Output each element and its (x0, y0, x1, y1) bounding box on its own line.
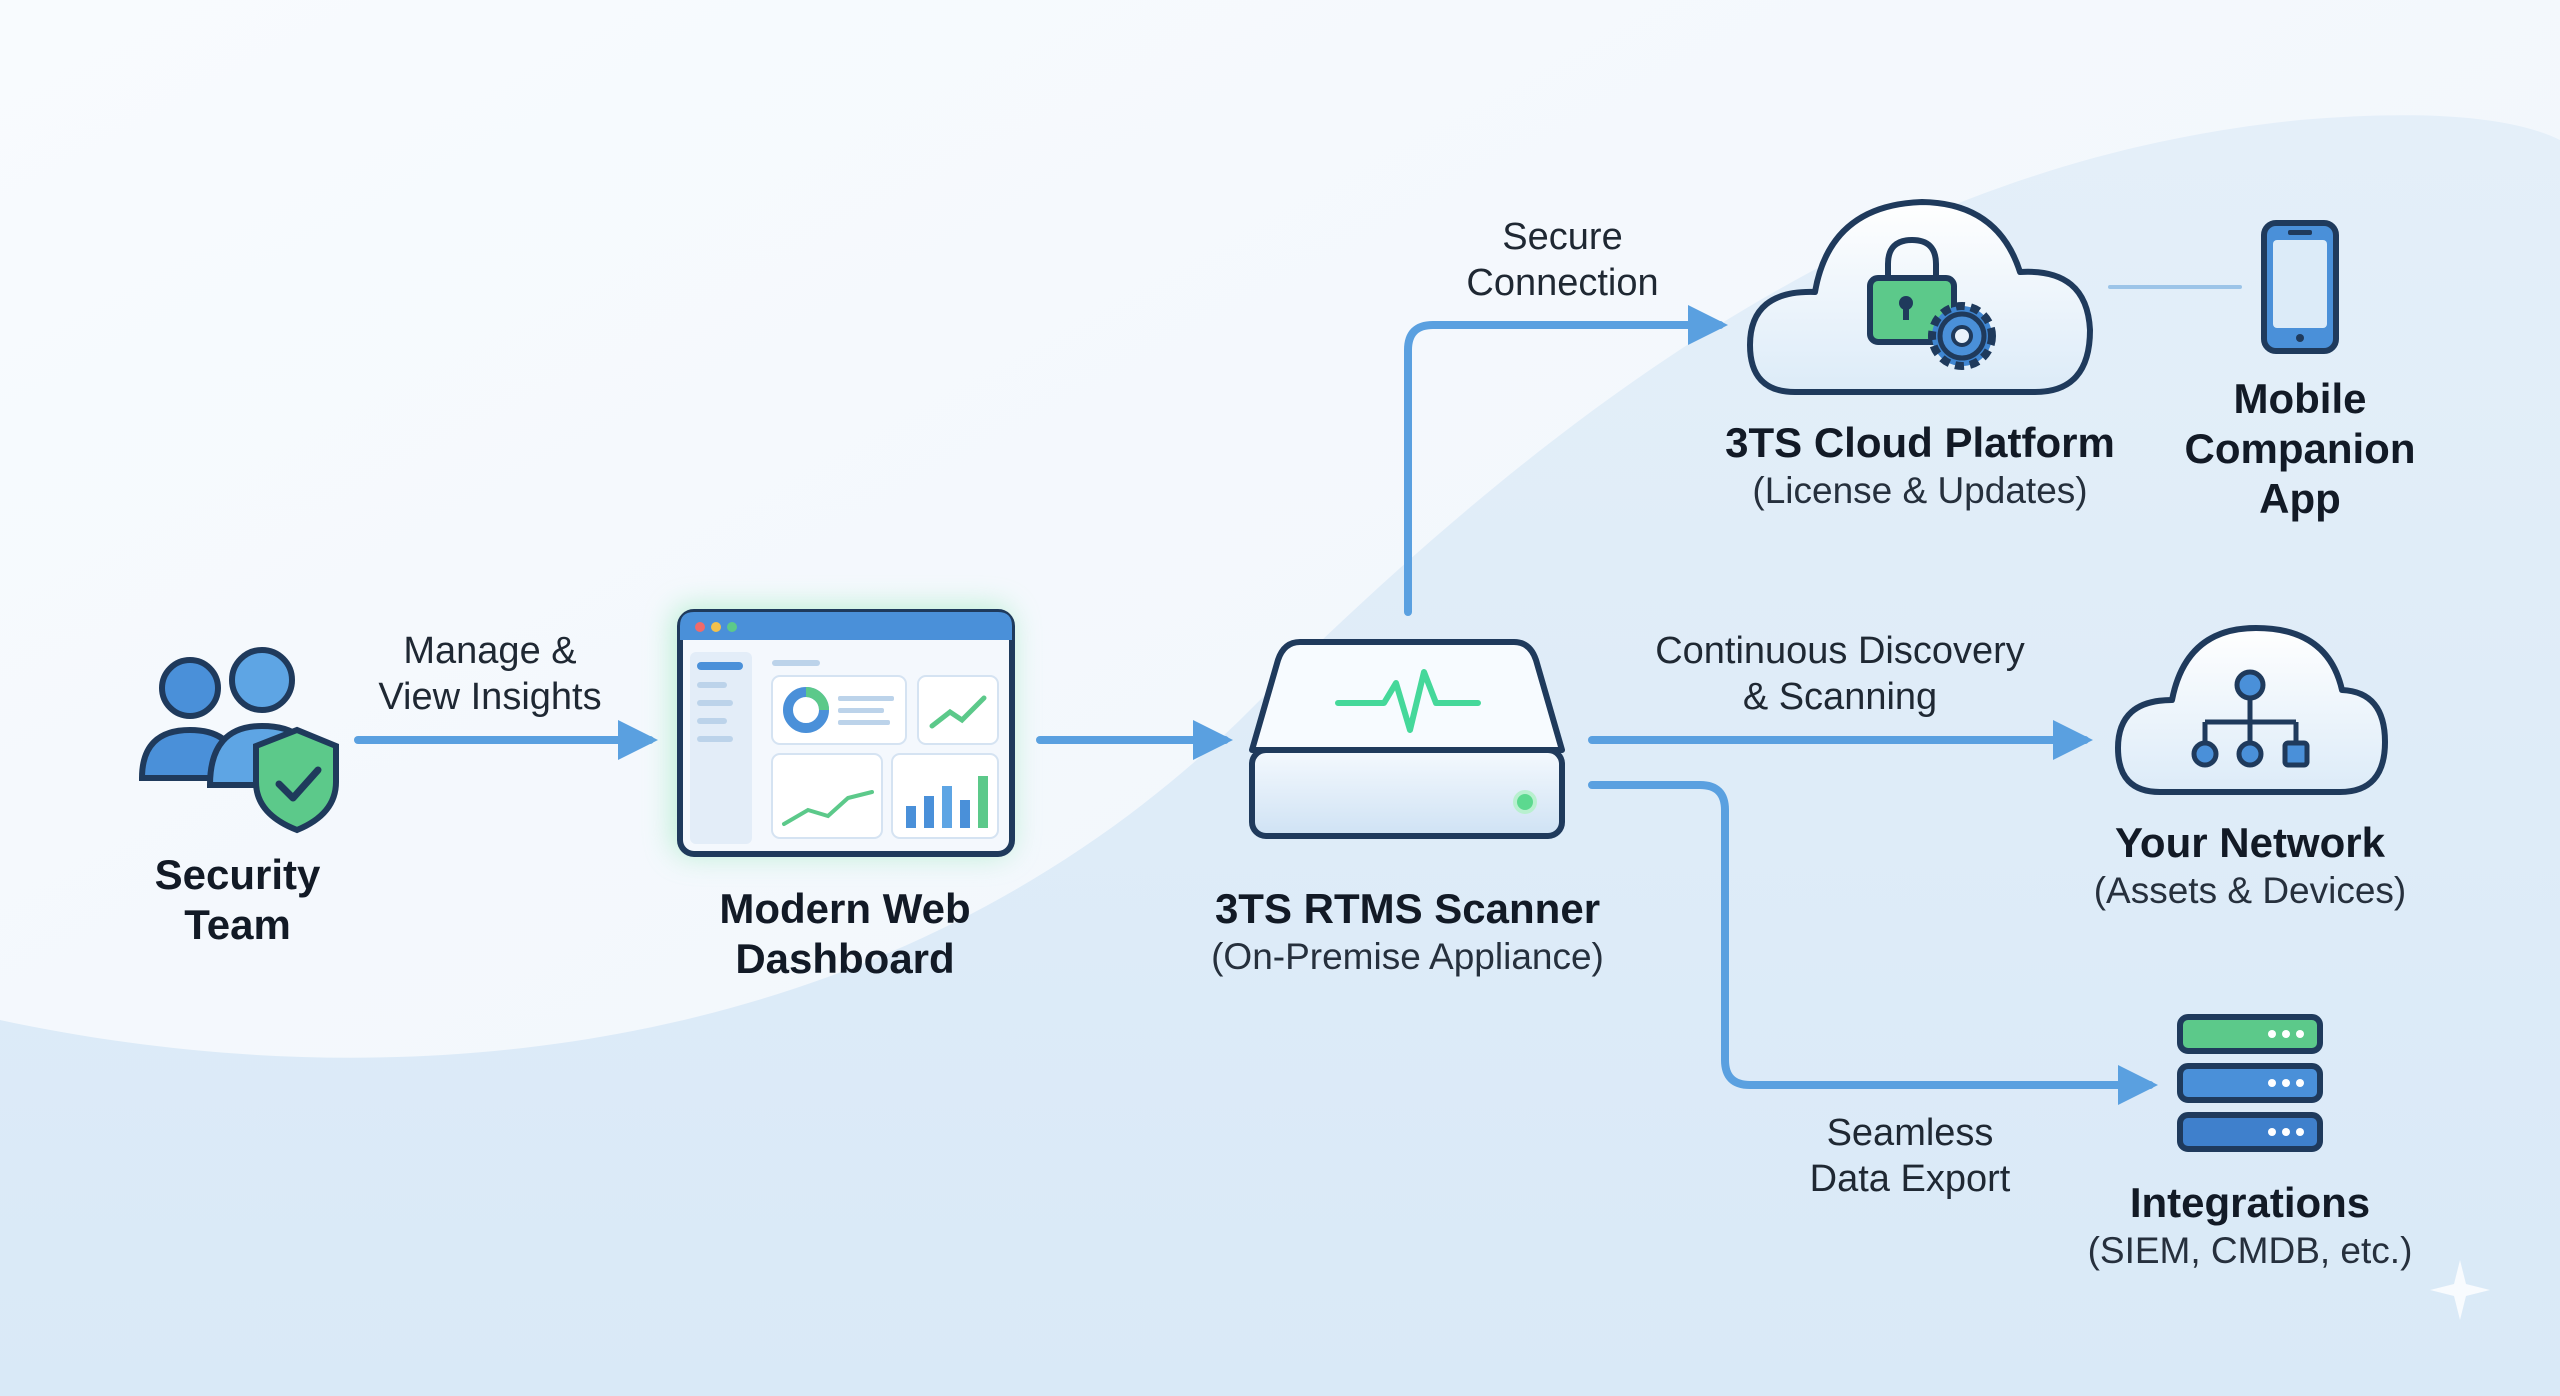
browser-dashboard-icon (672, 606, 1015, 857)
network-title: Your Network (2115, 819, 2385, 866)
cloud-subtitle: (License & Updates) (1752, 470, 2088, 511)
security-team-label: Security Team (95, 850, 380, 950)
dashboard-label: Modern Web Dashboard (660, 884, 1030, 984)
mobile-title-line3: App (2259, 475, 2341, 522)
discovery-edge-line2: & Scanning (1742, 676, 1938, 718)
export-edge-line1: Seamless (1826, 1112, 1994, 1154)
mobile-label: Mobile Companion App (2150, 374, 2450, 524)
secure-edge-label: Secure Connection (1430, 214, 1695, 306)
scanner-title: 3TS RTMS Scanner (1214, 885, 1601, 932)
dashboard-title-line1: Modern Web (719, 885, 971, 932)
export-arrow (1588, 781, 2158, 1105)
cloud-network-icon (2115, 625, 2388, 795)
integrations-title: Integrations (2129, 1179, 2371, 1226)
integrations-label: Integrations (SIEM, CMDB, etc.) (2060, 1178, 2440, 1274)
cloud-label: 3TS Cloud Platform (License & Updates) (1680, 418, 2160, 514)
security-team-title-line1: Security (154, 851, 321, 898)
people-shield-icon (138, 647, 339, 834)
integrations-subtitle: (SIEM, CMDB, etc.) (2087, 1230, 2413, 1271)
secure-connection-arrow (1404, 305, 1728, 616)
server-stack-icon (2177, 1014, 2323, 1152)
manage-edge-line2: View Insights (378, 676, 602, 718)
network-label: Your Network (Assets & Devices) (2060, 818, 2440, 914)
discovery-edge-label: Continuous Discovery & Scanning (1620, 628, 2060, 720)
security-team-title-line2: Team (184, 901, 291, 948)
secure-edge-line2: Connection (1466, 262, 1659, 304)
network-subtitle: (Assets & Devices) (2093, 870, 2407, 911)
cloud-lock-gear-icon (1747, 199, 2093, 395)
secure-edge-line1: Secure (1502, 216, 1623, 258)
scanner-label: 3TS RTMS Scanner (On-Premise Appliance) (1150, 884, 1665, 980)
smartphone-icon (2261, 220, 2339, 354)
scanner-subtitle: (On-Premise Appliance) (1211, 936, 1604, 977)
manage-edge-line1: Manage & (403, 630, 577, 672)
mobile-title-line1: Mobile (2233, 375, 2367, 422)
manage-edge-label: Manage & View Insights (345, 628, 635, 720)
connectors (354, 285, 2242, 1105)
sparkle-icon (2430, 1260, 2490, 1320)
export-edge-line2: Data Export (1809, 1158, 2011, 1200)
discovery-edge-line1: Continuous Discovery (1655, 630, 2025, 672)
mobile-title-line2: Companion (2184, 425, 2416, 472)
cloud-title: 3TS Cloud Platform (1725, 419, 2115, 466)
dashboard-title-line2: Dashboard (735, 935, 955, 982)
export-edge-label: Seamless Data Export (1770, 1110, 2050, 1202)
appliance-icon (1249, 639, 1565, 839)
